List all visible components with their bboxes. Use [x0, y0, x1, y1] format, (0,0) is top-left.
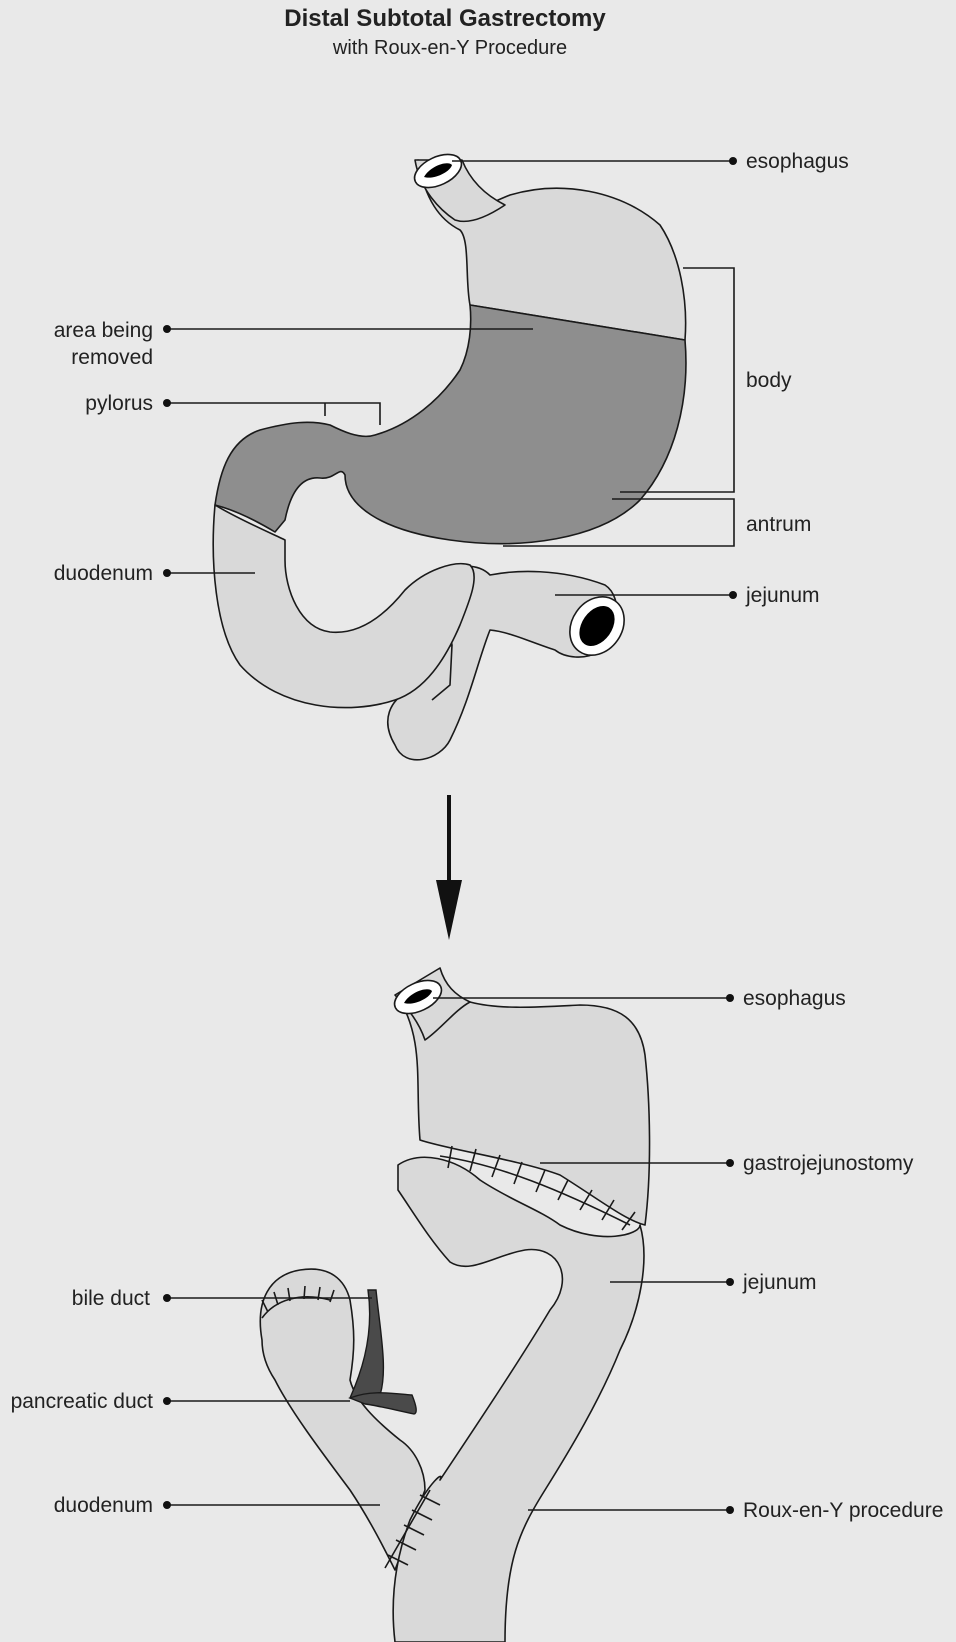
label-area-being: area being [54, 319, 153, 342]
pylorus-dot [163, 399, 171, 407]
label-jejunum-bottom: jejunum [742, 1271, 817, 1294]
roux-en-y-dot [726, 1506, 734, 1514]
esophagus-lumen-after [404, 989, 432, 1004]
after-illustration: esophagus gastrojejunostomy jejunum bile… [11, 967, 943, 1642]
label-jejunum-top: jejunum [745, 584, 820, 607]
label-roux-en-y: Roux-en-Y procedure [743, 1499, 943, 1522]
bile-duct-dot [163, 1294, 171, 1302]
label-pylorus: pylorus [85, 392, 153, 415]
diagram-title: Distal Subtotal Gastrectomy [284, 5, 606, 32]
gastrojejunostomy-sutures [439, 1145, 636, 1231]
label-esophagus-top: esophagus [746, 150, 849, 173]
gastrojejunostomy-dot [726, 1159, 734, 1167]
label-esophagus-bottom: esophagus [743, 987, 846, 1010]
label-bile-duct: bile duct [72, 1287, 150, 1310]
duodenum-dot-top [163, 569, 171, 577]
label-duodenum-top: duodenum [54, 562, 153, 585]
body-bracket [620, 267, 735, 493]
jejunum-lumen [579, 606, 615, 646]
esophagus-dot-top [729, 157, 737, 165]
label-body: body [746, 369, 792, 392]
area-removed-dot [163, 325, 171, 333]
arrow-head [436, 880, 462, 940]
pylorus-bracket [324, 402, 381, 425]
label-removed: removed [71, 346, 153, 369]
esophagus-lumen [424, 163, 452, 178]
label-antrum: antrum [746, 513, 811, 536]
y-anastomosis-sutures [384, 1489, 441, 1569]
duodenum-shape [212, 504, 475, 709]
jejunum-dot-top [729, 591, 737, 599]
roux-jejunum-limb [392, 1156, 645, 1642]
before-illustration: esophagus area being removed pylorus bod… [54, 150, 849, 761]
label-pancreatic-duct: pancreatic duct [11, 1390, 154, 1413]
transition-arrow [436, 795, 462, 940]
label-gastrojejunostomy: gastrojejunostomy [743, 1152, 914, 1175]
duodenum-dot-bottom [163, 1501, 171, 1509]
pancreatic-duct-shape [348, 1392, 417, 1415]
jejunum-dot-bottom [726, 1278, 734, 1286]
stomach-remnant [396, 984, 651, 1226]
duodenum-stump [259, 1268, 426, 1571]
label-duodenum-bottom: duodenum [54, 1494, 153, 1517]
bile-duct-shape [349, 1289, 385, 1402]
pancreatic-duct-dot [163, 1397, 171, 1405]
antrum-bracket [503, 498, 735, 547]
stomach-removed-area [214, 304, 687, 545]
diagram-subtitle: with Roux-en-Y Procedure [332, 37, 567, 59]
esophagus-dot-bottom [726, 994, 734, 1002]
